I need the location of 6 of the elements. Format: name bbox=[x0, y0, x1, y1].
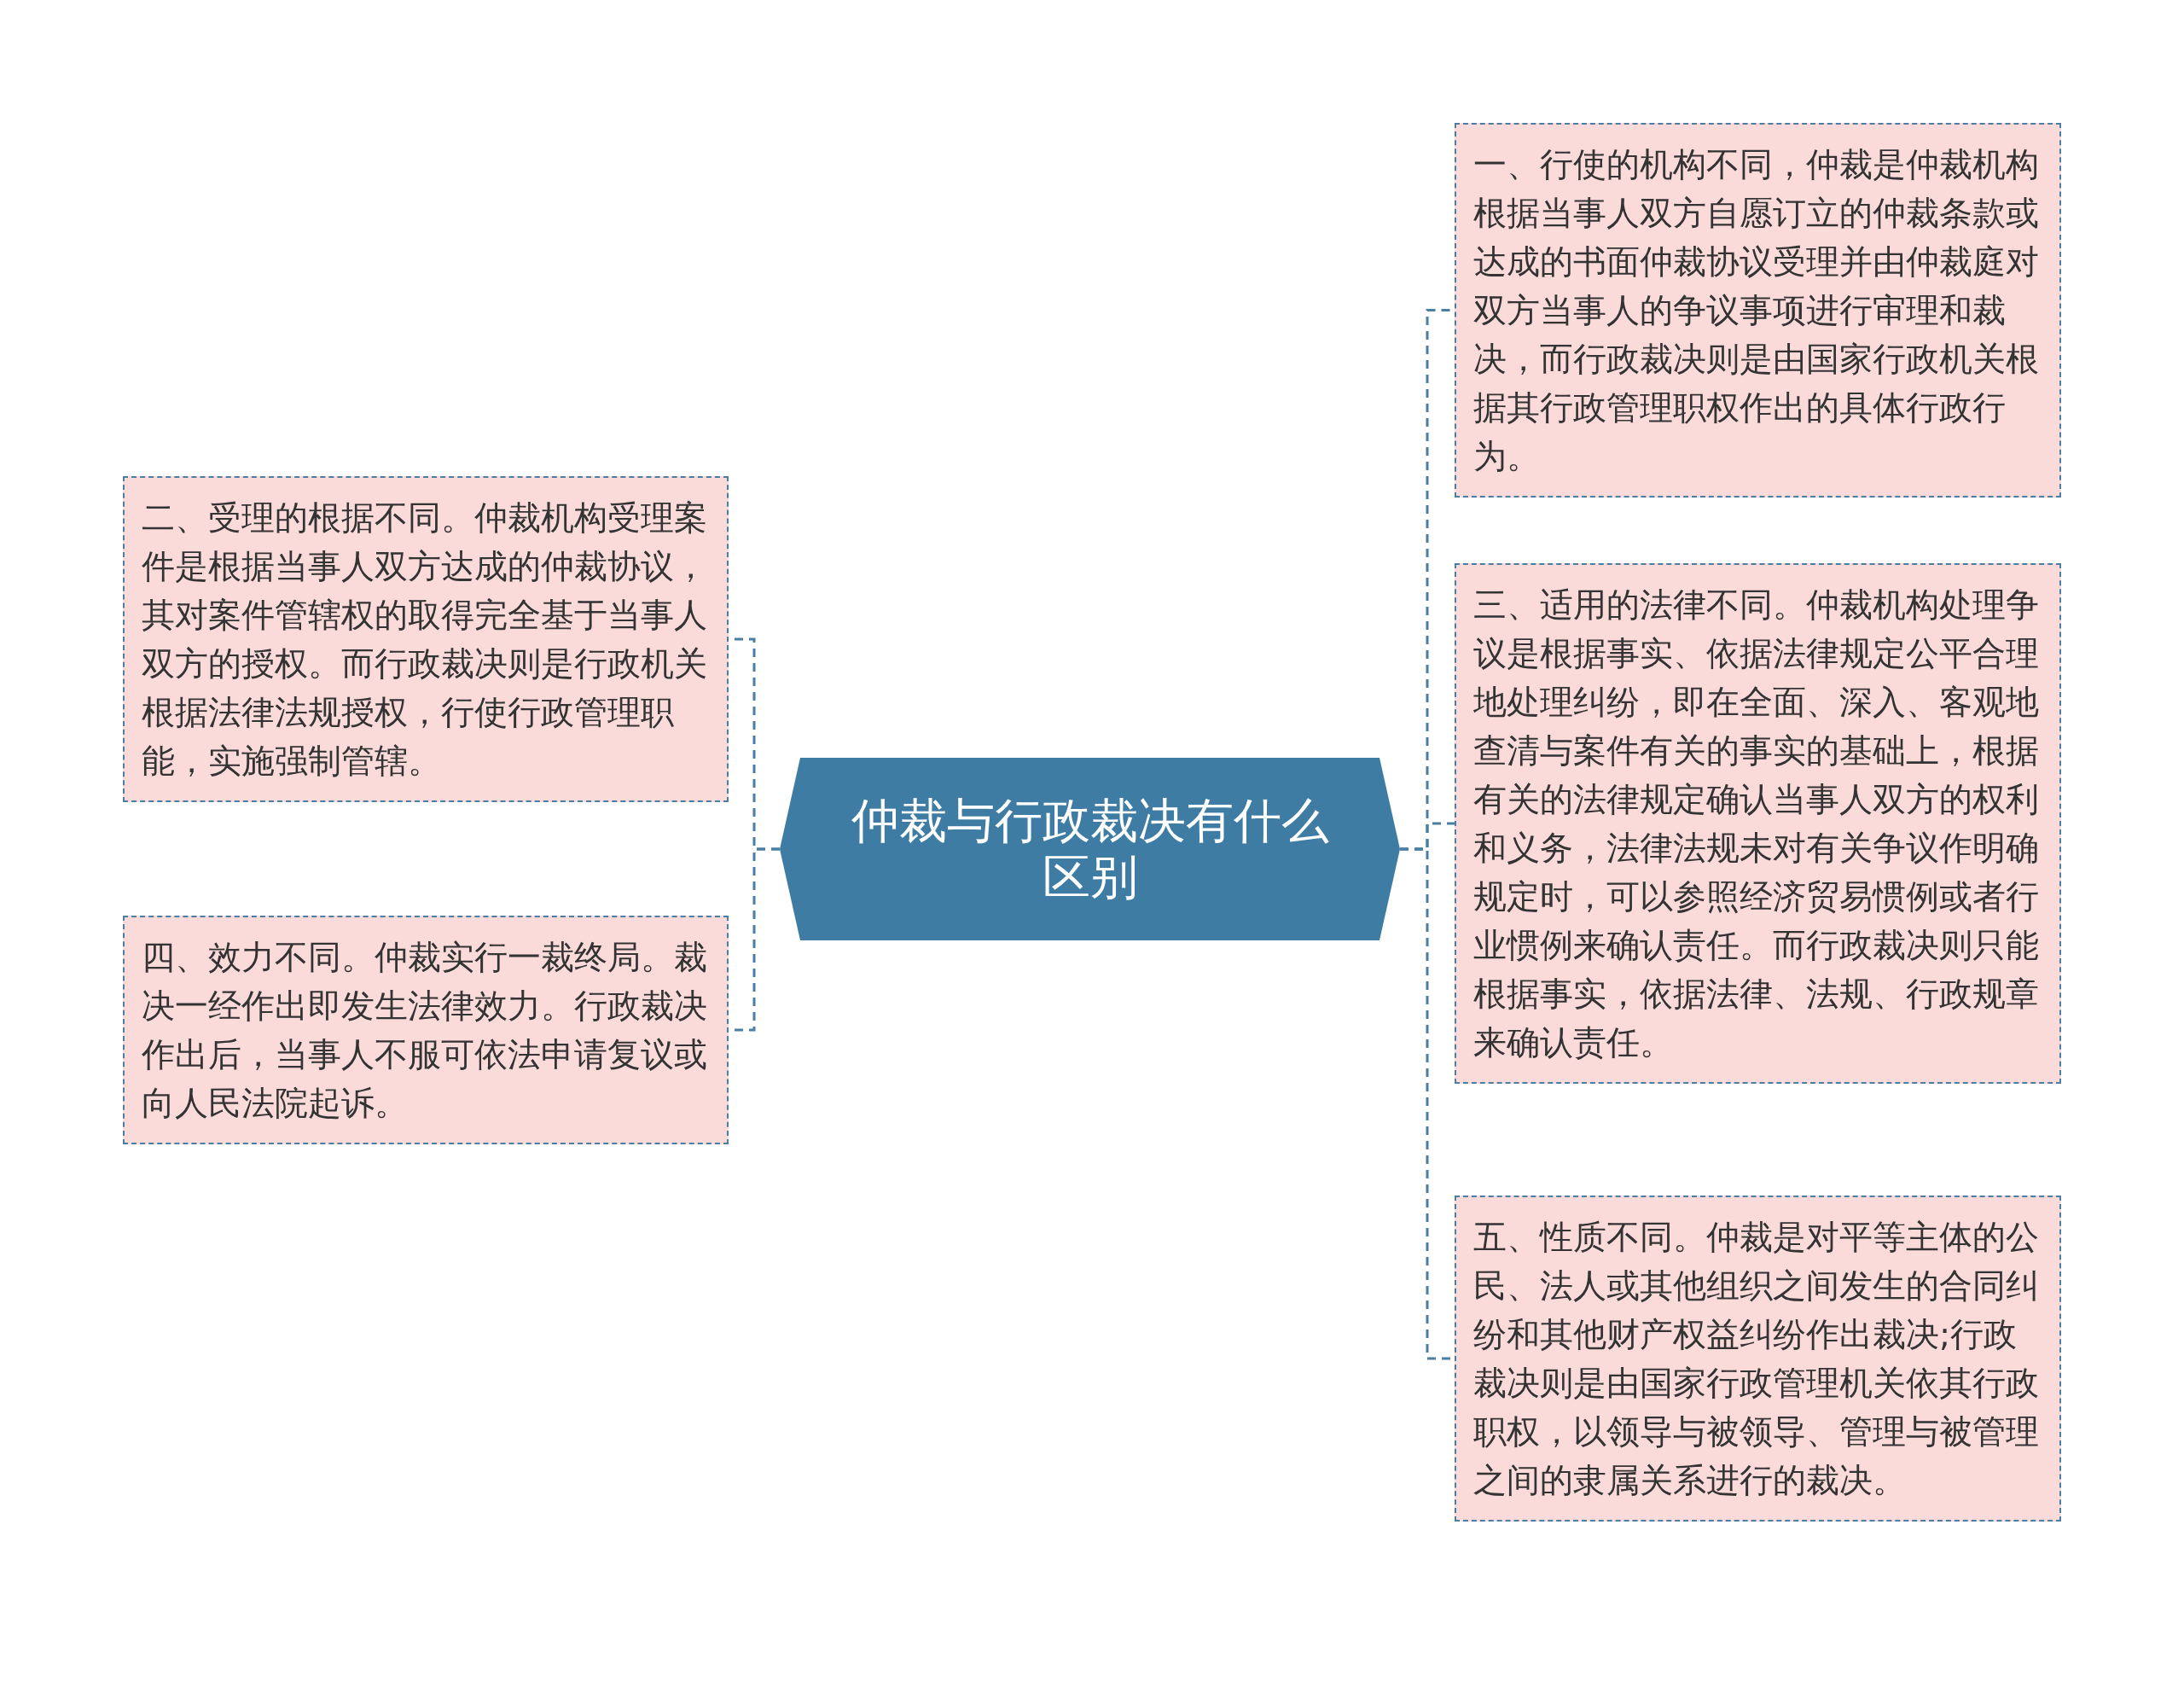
text-card: 三、适用的法律不同。仲裁机构处理争议是根据事实、依据法律规定公平合理地处理纠纷，即在全面、深入、客观地查清与案件有关的事实的基础上，根据有关的法律规定确认当事人双方的权利和义务，法律法规未对有关争议作明确规定时，可以参照经济贸易惯例或者行业惯例来确认责任。而行政裁决则只能根据事实，依据法律、法规、行政规章来确认责任。 bbox=[1455, 563, 2061, 1084]
text-card: 二、受理的根据不同。仲裁机构受理案件是根据当事人双方达成的仲裁协议，其对案件管辖权的取得完全基于当事人双方的授权。而行政裁决则是行政机关根据法律法规授权，行使行政管理职能，实施强制管辖。 bbox=[123, 476, 729, 802]
text-card: 五、性质不同。仲裁是对平等主体的公民、法人或其他组织之间发生的合同纠纷和其他财产权益纠纷作出裁决;行政裁决则是由国家行政管理机关依其行政职权，以领导与被领导、管理与被管理之间的隶属关系进行的裁决。 bbox=[1455, 1196, 2061, 1522]
text-card: 四、效力不同。仲裁实行一裁终局。裁决一经作出即发生法律效力。行政裁决作出后，当事人不服可依法申请复议或向人民法院起诉。 bbox=[123, 916, 729, 1144]
topic-title: 仲裁与行政裁决有什么区别 bbox=[850, 793, 1330, 905]
text-card: 一、行使的机构不同，仲裁是仲裁机构根据当事人双方自愿订立的仲裁条款或达成的书面仲裁协议受理并由仲裁庭对双方当事人的争议事项进行审理和裁决，而行政裁决则是由国家行政机关根据其行政管理职权作出的具体行政行为。 bbox=[1455, 123, 2061, 497]
